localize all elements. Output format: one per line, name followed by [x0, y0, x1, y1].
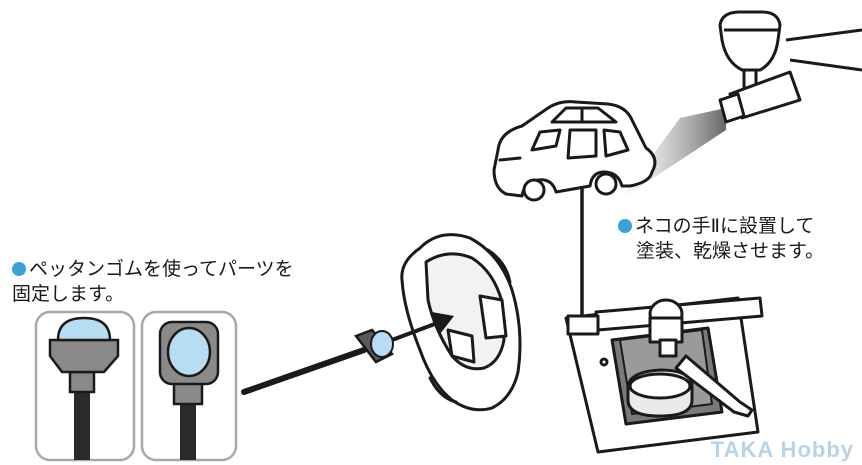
right-caption-line1: ネコの手Ⅱに設置して — [618, 214, 824, 239]
detail-box-side — [34, 310, 136, 462]
stand-icon — [564, 296, 764, 454]
car-body-icon — [492, 100, 657, 202]
watermark: TAKA Hobby — [710, 437, 854, 462]
left-caption-line2: 固定します。 — [12, 283, 125, 305]
left-caption: ペッタンゴムを使ってパーツを 固定します。 — [12, 257, 294, 307]
bullet-icon — [12, 262, 26, 276]
bullet-icon — [618, 219, 632, 233]
right-caption: ネコの手Ⅱに設置して 塗装、乾燥させます。 — [618, 214, 824, 264]
insert-arrow — [391, 312, 454, 342]
right-caption-line2: 塗装、乾燥させます。 — [636, 240, 825, 262]
detail-box-front — [140, 310, 238, 462]
left-caption-line1: ペッタンゴムを使ってパーツを — [12, 257, 294, 282]
handheld-body-icon — [400, 233, 522, 412]
airbrush-icon — [620, 10, 862, 200]
sticky-rubber-stick-icon — [241, 328, 394, 395]
